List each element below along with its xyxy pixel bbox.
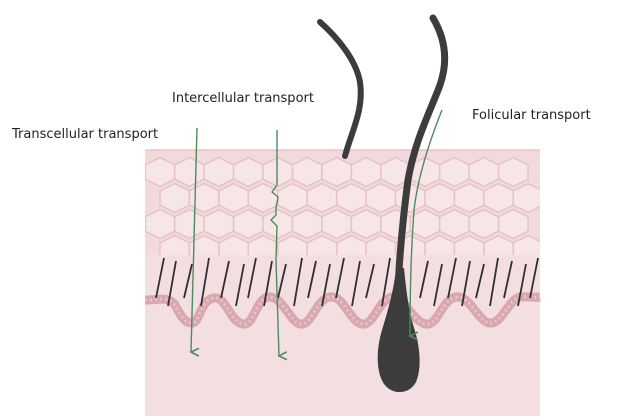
corneocyte-cell: [322, 158, 352, 187]
corneocyte-cell: [234, 158, 264, 187]
corneocyte-cell: [322, 210, 352, 239]
corneocyte-cell: [440, 158, 470, 187]
corneocyte-cell: [293, 158, 322, 187]
corneocyte-cell: [145, 210, 174, 239]
corneocyte-cell: [234, 210, 264, 239]
corneocyte-cell: [263, 210, 292, 239]
corneocyte-cell: [175, 210, 205, 239]
corneocyte-cell: [469, 158, 498, 187]
corneocyte-cell: [293, 210, 322, 239]
intercellular-label: Intercellular transport: [172, 91, 314, 106]
corneocyte-cell: [425, 184, 454, 213]
corneocyte-cell: [499, 158, 528, 187]
corneocyte-cell: [219, 184, 248, 213]
corneocyte-cell: [513, 184, 543, 213]
transcellular-label: Transcellular transport: [12, 127, 158, 142]
corneocyte-cell: [263, 158, 292, 187]
corneocyte-cell: [351, 210, 380, 239]
corneocyte-cell: [351, 158, 380, 187]
corneocyte-cell: [499, 210, 528, 239]
corneocyte-cell: [469, 210, 498, 239]
corneocyte-cell: [145, 158, 174, 187]
follicular-label: Folicular transport: [472, 108, 591, 123]
corneocyte-cell: [337, 184, 366, 213]
hair-shaft-left: [320, 22, 361, 156]
corneocyte-cell: [366, 184, 396, 213]
corneocyte-cell: [189, 184, 219, 213]
corneocyte-cell: [440, 210, 470, 239]
corneocyte-cell: [278, 184, 307, 213]
corneocyte-cell: [175, 158, 205, 187]
corneocyte-cell: [204, 158, 233, 187]
corneocyte-cell: [454, 184, 484, 213]
corneocyte-cell: [307, 184, 337, 213]
corneocyte-cell: [248, 184, 277, 213]
corneocyte-cell: [204, 210, 233, 239]
corneocyte-cell: [410, 210, 439, 239]
corneocyte-cell: [484, 184, 513, 213]
corneocyte-cell: [160, 184, 189, 213]
